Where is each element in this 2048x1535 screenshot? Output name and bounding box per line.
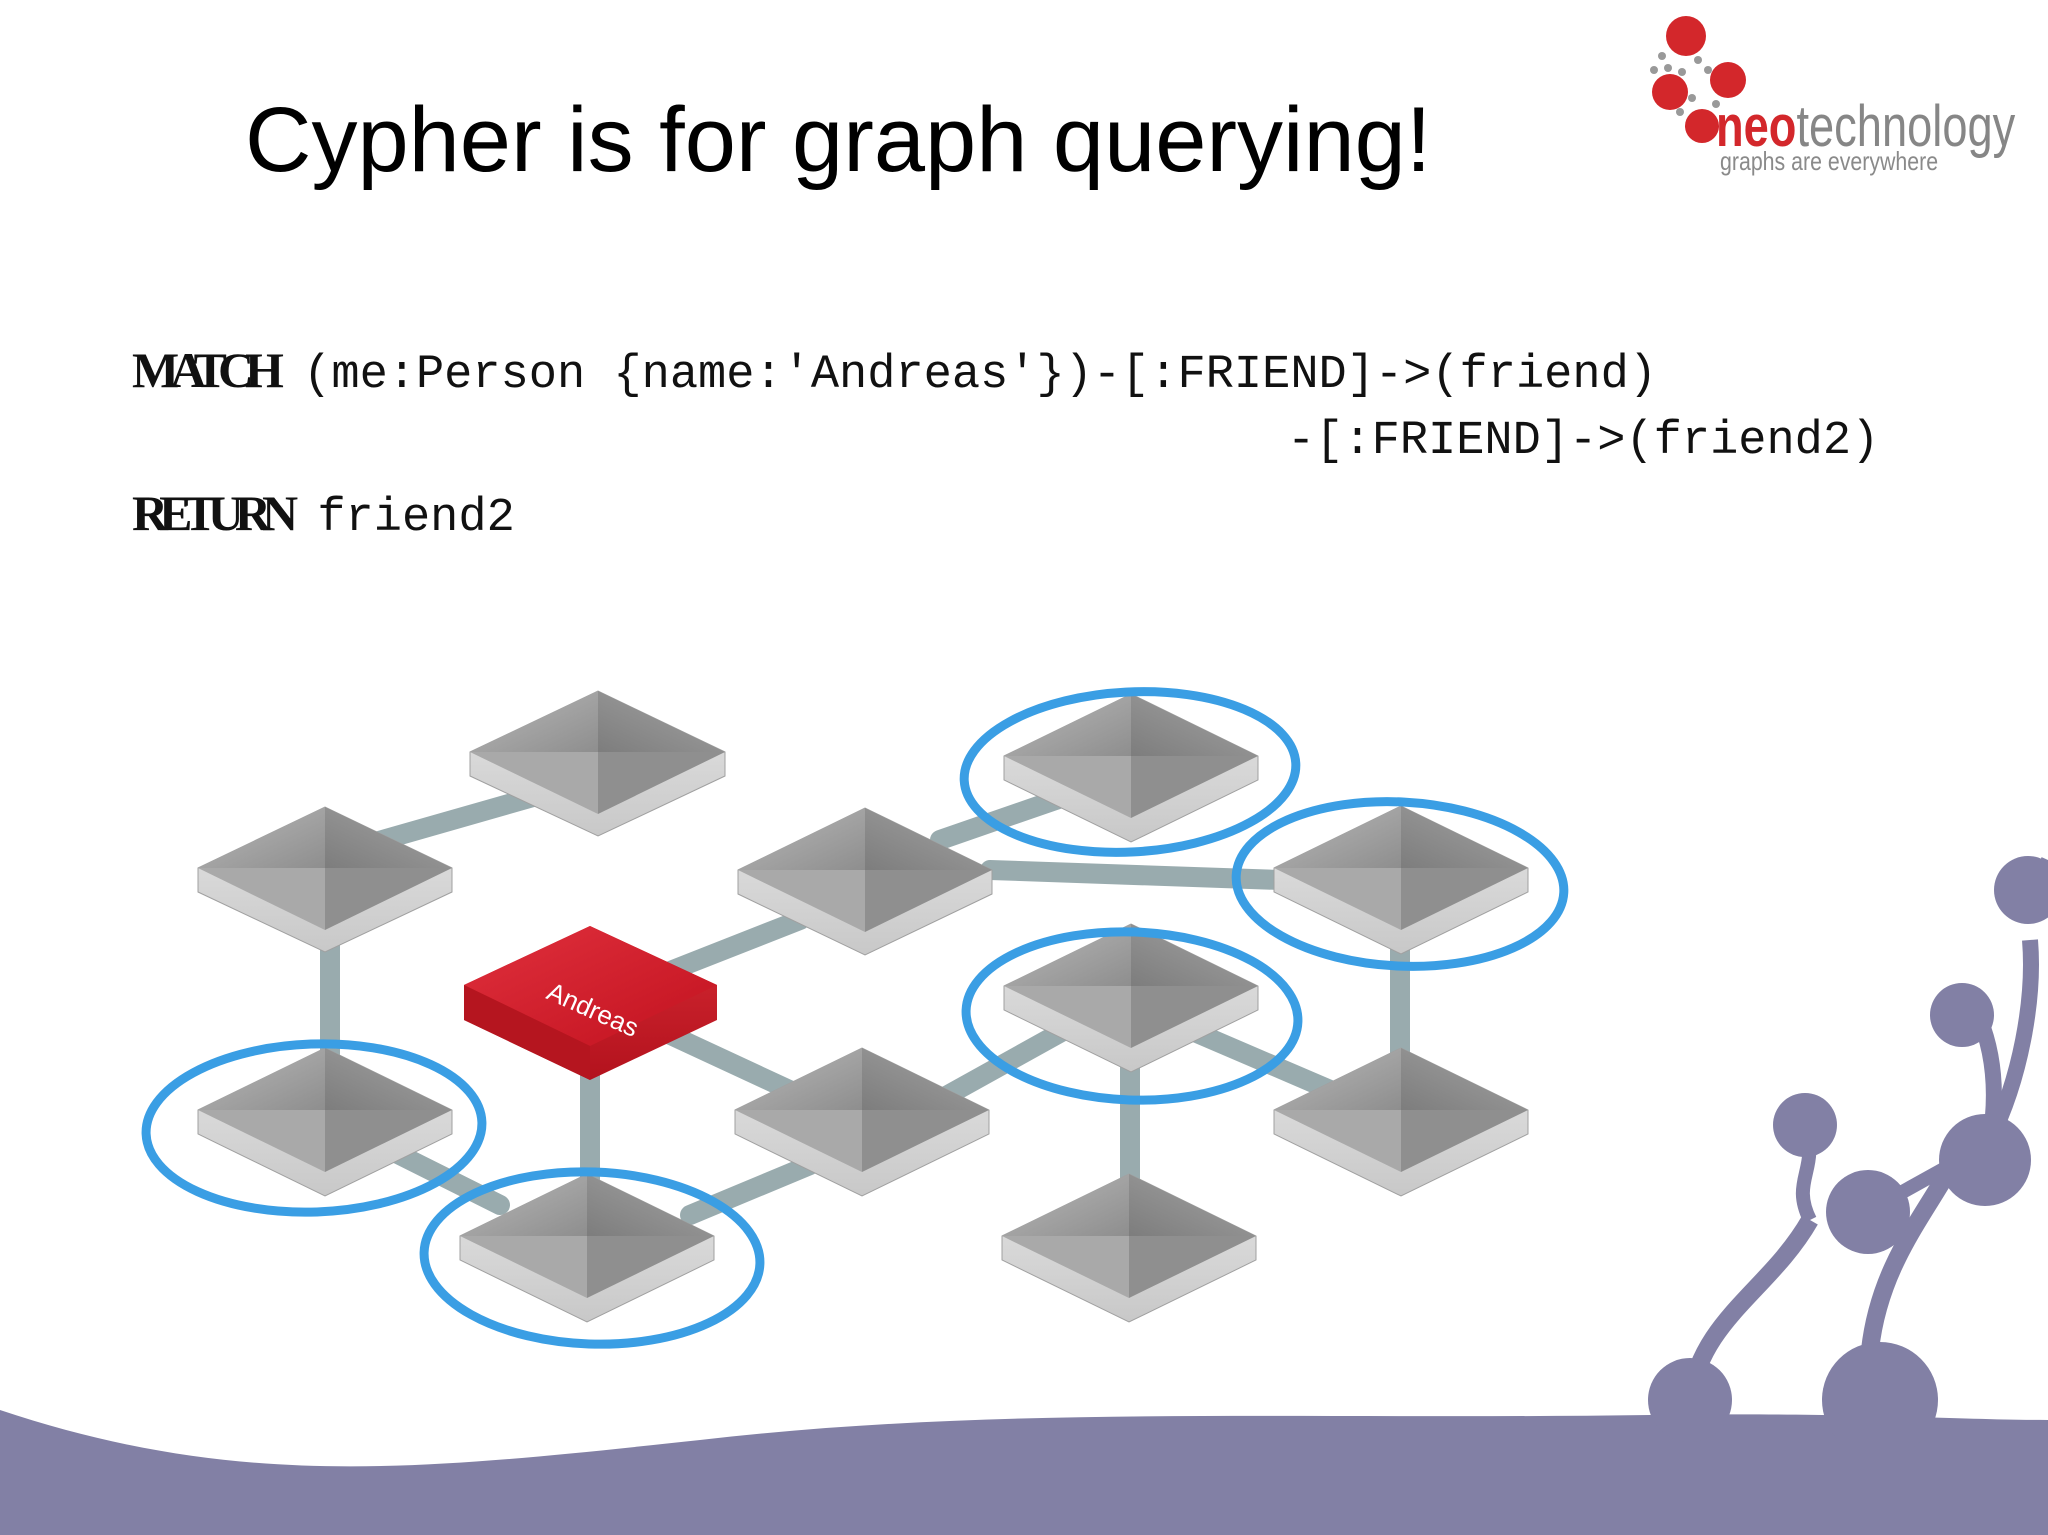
graph-node	[737, 807, 993, 956]
query-line-1-text: (me:Person {name:'Andreas'})-[:FRIEND]->…	[274, 349, 1657, 402]
graph-node	[1273, 1047, 1529, 1197]
query-keyword-return: RETURN	[132, 485, 298, 541]
logo-tagline: graphs are everywhere	[1720, 146, 1939, 176]
logo-wordmark: neotechnology	[1716, 98, 2015, 156]
query-line-3: RETURN friend2	[132, 483, 515, 549]
graph-node	[1003, 923, 1259, 1073]
graph-node	[1001, 1173, 1257, 1323]
result-highlight-circles	[141, 687, 1569, 1349]
query-keyword-match: MATCH	[132, 342, 284, 398]
graph-node	[1273, 805, 1529, 955]
neotechnology-logo: neotechnology graphs are everywhere	[1640, 12, 2020, 182]
graph-node	[1003, 693, 1259, 843]
graph-node	[197, 806, 453, 953]
molecule-decoration	[1648, 856, 2048, 1458]
graph-edges	[320, 785, 1410, 1225]
graph-node	[197, 1047, 453, 1197]
slide-title: Cypher is for graph querying!	[245, 89, 1432, 191]
query-line-2-text: -[:FRIEND]->(friend2)	[1287, 415, 1880, 468]
bottom-wave-decoration	[0, 1410, 2048, 1535]
logo-dots-icon	[1650, 16, 1746, 143]
query-line-3-text: friend2	[289, 492, 515, 545]
andreas-node: Andreas	[464, 926, 717, 1080]
logo-technology-text: technology	[1796, 94, 2016, 159]
query-line-2: -[:FRIEND]->(friend2)	[1287, 412, 1879, 472]
graph-nodes	[197, 690, 1529, 1323]
graph-node	[734, 1047, 990, 1197]
logo-neo-text: neo	[1716, 94, 1797, 159]
graph-node	[469, 690, 726, 837]
query-line-1: MATCH (me:Person {name:'Andreas'})-[:FRI…	[132, 340, 1657, 406]
graph-node	[459, 1173, 715, 1323]
